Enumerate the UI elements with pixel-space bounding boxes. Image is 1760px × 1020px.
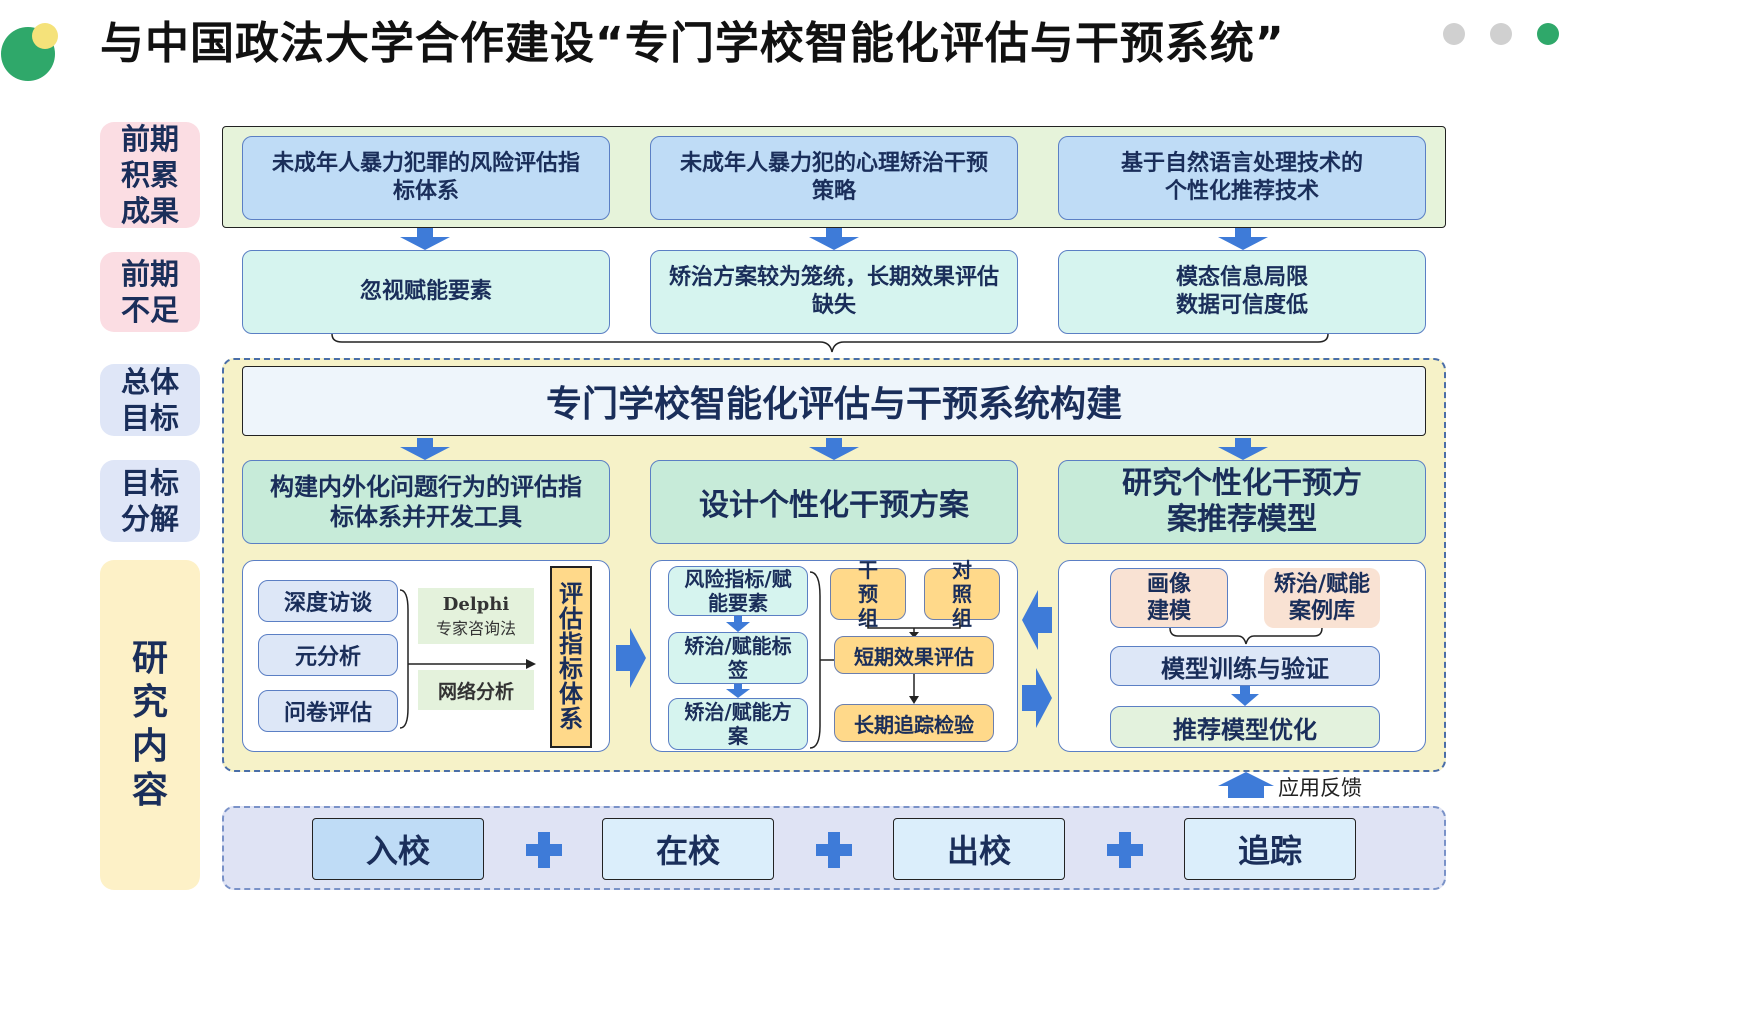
portrait-modeling-box: 画像建模 (1110, 568, 1228, 628)
down-arrow-icon (1218, 228, 1268, 250)
prior-gap-card: 模态信息局限数据可信度低 (1058, 250, 1426, 334)
side-label-goal-breakdown: 目标分解 (100, 460, 200, 542)
panel2-brace (809, 571, 834, 749)
method-questionnaire: 问卷评估 (258, 690, 398, 732)
delphi-label: Delphi (442, 593, 510, 615)
side-label-prior-gaps: 前期不足 (100, 252, 200, 332)
method-brace-arrow (399, 589, 536, 729)
recommend-optimize-box: 推荐模型优化 (1110, 706, 1380, 748)
case-library-box: 矫治/赋能案例库 (1264, 568, 1380, 628)
delphi-sub-label: 专家咨询法 (435, 618, 516, 638)
small-down-arrow-icon (726, 616, 750, 632)
down-arrow-icon (400, 438, 450, 460)
model-training-box: 模型训练与验证 (1110, 646, 1380, 686)
plus-icon (816, 832, 852, 868)
group-merge-arrow (867, 620, 961, 638)
prior-gap-card: 矫治方案较为笼统，长期效果评估缺失 (650, 250, 1018, 334)
down-arrow-icon (1218, 438, 1268, 460)
stage-in-school: 在校 (602, 818, 774, 880)
intervention-group-box: 干预组 (830, 558, 906, 630)
goal-breakdown-card: 构建内外化问题行为的评估指标体系并开发工具 (242, 460, 610, 544)
delphi-box: Delphi 专家咨询法 (418, 588, 534, 644)
stage-enroll: 入校 (312, 818, 484, 880)
short-term-eval-box: 短期效果评估 (834, 636, 994, 674)
down-arrow-icon (809, 228, 859, 250)
brace-connector (331, 333, 1329, 353)
left-arrow-icon (1022, 590, 1052, 650)
goal-breakdown-card: 设计个性化干预方案 (650, 460, 1018, 544)
side-label-prior-results: 前期积累成果 (100, 122, 200, 228)
down-arrow-icon (400, 228, 450, 250)
stage-tracking: 追踪 (1184, 818, 1356, 880)
short-to-long-arrow (909, 674, 919, 704)
side-label-research: 研究内容 (100, 560, 200, 890)
network-analysis-box: 网络分析 (418, 670, 534, 710)
right-arrow-icon (1022, 668, 1052, 728)
small-down-arrow-icon (1231, 686, 1259, 706)
prior-result-card: 未成年人暴力犯的心理矫治干预策略 (650, 136, 1018, 220)
control-group-box: 对照组 (924, 558, 1000, 630)
right-arrow-icon (616, 628, 646, 688)
slide-dots-icon (1443, 23, 1559, 45)
plus-icon (526, 832, 562, 868)
correction-label-box: 矫治/赋能标签 (668, 632, 808, 684)
side-label-overall-goal: 总体目标 (100, 364, 200, 436)
goal-breakdown-card: 研究个性化干预方案推荐模型 (1058, 460, 1426, 544)
method-deep-interview: 深度访谈 (258, 580, 398, 622)
method-meta-analysis: 元分析 (258, 634, 398, 676)
panel3-brace (1169, 628, 1323, 645)
long-term-track-box: 长期追踪检验 (834, 704, 994, 742)
prior-result-card: 未成年人暴力犯罪的风险评估指标体系 (242, 136, 610, 220)
prior-gap-card: 忽视赋能要素 (242, 250, 610, 334)
correction-plan-box: 矫治/赋能方案 (668, 698, 808, 750)
prior-result-card: 基于自然语言处理技术的个性化推荐技术 (1058, 136, 1426, 220)
overall-goal-bar: 专门学校智能化评估与干预系统构建 (242, 366, 1426, 436)
feedback-label: 应用反馈 (1278, 776, 1362, 800)
risk-indicator-box: 风险指标/赋能要素 (668, 566, 808, 616)
down-arrow-icon (809, 438, 859, 460)
indicator-system-result: 评估指标体系 (550, 566, 592, 748)
plus-icon (1107, 832, 1143, 868)
small-down-arrow-icon (726, 684, 750, 698)
stage-leave: 出校 (893, 818, 1065, 880)
up-arrow-icon (1218, 772, 1274, 798)
logo-icon (1, 23, 58, 81)
page-title: 与中国政法大学合作建设“专门学校智能化评估与干预系统” (100, 18, 1285, 69)
